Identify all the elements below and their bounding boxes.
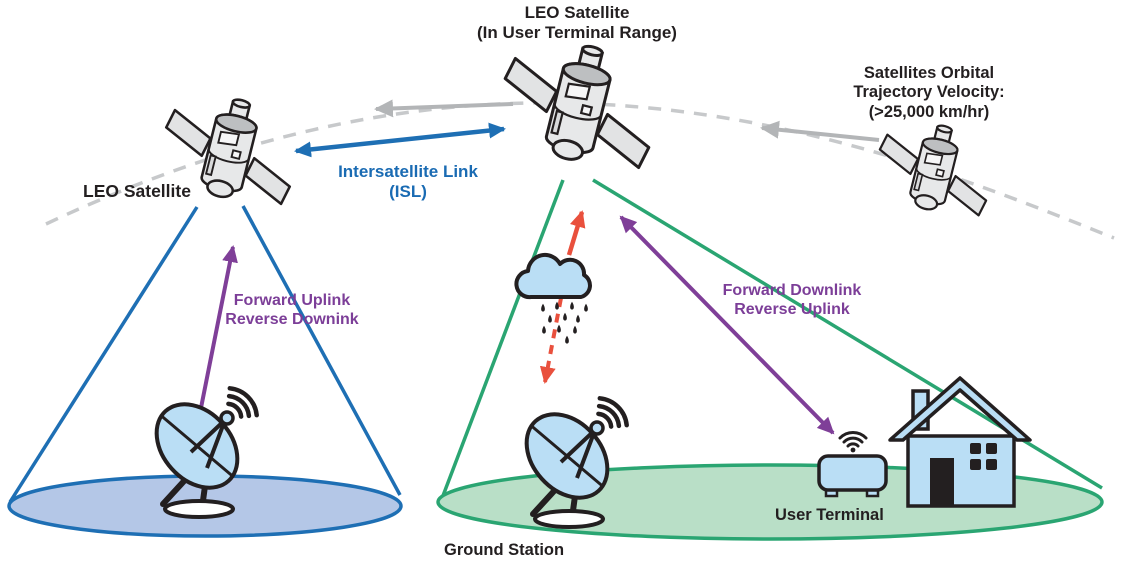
- downlink-uplink-arrow-right: [619, 215, 835, 435]
- user-terminal-label: User Terminal: [775, 506, 884, 524]
- forward-downlink-label: Forward Downlink Reverse Uplink: [722, 282, 862, 318]
- top-satellite-label: LEO Satellite (In User Terminal Range): [477, 3, 677, 43]
- orbital-direction-arrow-right: [760, 120, 880, 142]
- rain-cloud-icon: [514, 253, 592, 344]
- router-icon: [817, 430, 888, 498]
- orbital-trajectory-path: [45, 101, 1115, 240]
- house-door: [930, 458, 954, 506]
- satellite-icon-right: [867, 111, 1003, 224]
- house-window: [986, 459, 997, 470]
- orbital-direction-arrow-left: [374, 99, 514, 118]
- house-window: [970, 459, 981, 470]
- house-window: [970, 443, 981, 454]
- raindrops: [541, 301, 588, 344]
- isl-label: Intersatellite Link (ISL): [338, 162, 478, 202]
- left-satellite-label: LEO Satellite: [83, 181, 191, 201]
- house-window: [986, 443, 997, 454]
- wifi-icon: [838, 430, 868, 454]
- isl-arrow: [294, 122, 506, 158]
- uplink-downlink-arrow-left: [191, 245, 238, 435]
- orbital-velocity-label: Satellites Orbital Trajectory Velocity: …: [853, 64, 1005, 121]
- ground-station-label: Ground Station: [444, 541, 565, 559]
- house-icon: [888, 376, 1032, 508]
- rain-attenuation-arrow-up: [566, 210, 586, 256]
- forward-uplink-label: Forward Uplink Reverse Downink: [225, 292, 359, 328]
- rain-attenuation-arrow-down: [539, 297, 563, 384]
